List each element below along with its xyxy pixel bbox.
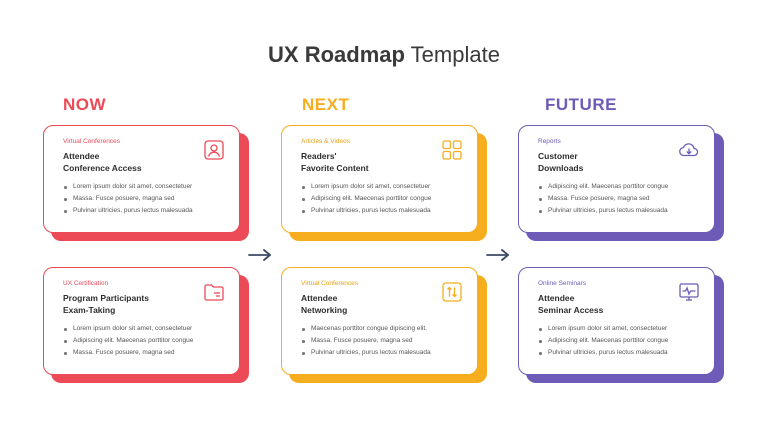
bullet-item: Pulvinar ultricies, purus lectus malesua… [538, 347, 702, 359]
bullet-item: Lorem ipsum dolor sit amet, consectetuer [63, 323, 227, 335]
bullet-item: Pulvinar ultricies, purus lectus malesua… [538, 205, 702, 217]
folder-icon [203, 281, 225, 303]
title-rest: Template [404, 42, 500, 67]
card-category: Virtual Conferences [63, 138, 120, 145]
bullet-item: Massa. Fusce posuere, magna sed [63, 193, 227, 205]
bullet-item: Pulvinar ultricies, purus lectus malesua… [301, 205, 465, 217]
transfer-arrows-icon [441, 281, 463, 303]
card-body: Articles & Videos Readers'Favorite Conte… [281, 125, 478, 233]
card-next-top: Articles & Videos Readers'Favorite Conte… [281, 125, 487, 241]
card-category: Online Seminars [538, 280, 587, 287]
column-heading-next: NEXT [302, 95, 350, 114]
bullet-item: Adipiscing elit. Maecenas porttitor cong… [63, 335, 227, 347]
grid-icon [441, 139, 463, 161]
card-category: Reports [538, 138, 561, 145]
bullet-item: Adipiscing elit. Maecenas porttitor cong… [538, 335, 702, 347]
bullet-list: Adipiscing elit. Maecenas porttitor cong… [538, 181, 702, 217]
bullet-list: Lorem ipsum dolor sit amet, consectetuer… [301, 181, 465, 217]
bullet-item: Massa. Fusce posuere, magna sed [63, 347, 227, 359]
page-title: UX Roadmap Template [0, 42, 768, 68]
bullet-list: Lorem ipsum dolor sit amet, consectetuer… [538, 323, 702, 359]
bullet-item: Pulvinar ultricies, purus lectus malesua… [301, 347, 465, 359]
bullet-item: Adipiscing elit. Maecenas porttitor cong… [301, 193, 465, 205]
bullet-item: Maecenas porttitor congue dipiscing elit… [301, 323, 465, 335]
monitor-pulse-icon [678, 281, 700, 303]
bullet-list: Maecenas porttitor congue dipiscing elit… [301, 323, 465, 359]
column-heading-now: NOW [63, 95, 107, 114]
bullet-item: Adipiscing elit. Maecenas porttitor cong… [538, 181, 702, 193]
bullet-list: Lorem ipsum dolor sit amet, consectetuer… [63, 181, 227, 217]
bullet-item: Massa. Fusce posuere, magna sed [538, 193, 702, 205]
bullet-item: Lorem ipsum dolor sit amet, consectetuer [538, 323, 702, 335]
card-category: Virtual Conferences [301, 280, 358, 287]
bullet-item: Lorem ipsum dolor sit amet, consectetuer [63, 181, 227, 193]
bullet-item: Lorem ipsum dolor sit amet, consectetuer [301, 181, 465, 193]
column-heading-future: FUTURE [545, 95, 617, 114]
arrow-right-icon [485, 247, 511, 263]
title-bold: UX Roadmap [268, 42, 405, 67]
bullet-item: Pulvinar ultricies, purus lectus malesua… [63, 205, 227, 217]
bullet-item: Massa. Fusce posuere, magna sed [301, 335, 465, 347]
user-portrait-icon [203, 139, 225, 161]
card-title: Readers'Favorite Content [301, 151, 369, 173]
arrow-right-icon [247, 247, 273, 263]
bullet-list: Lorem ipsum dolor sit amet, consectetuer… [63, 323, 227, 359]
card-category: UX Certification [63, 280, 109, 287]
card-category: Articles & Videos [301, 138, 351, 145]
cloud-download-icon [678, 139, 700, 161]
